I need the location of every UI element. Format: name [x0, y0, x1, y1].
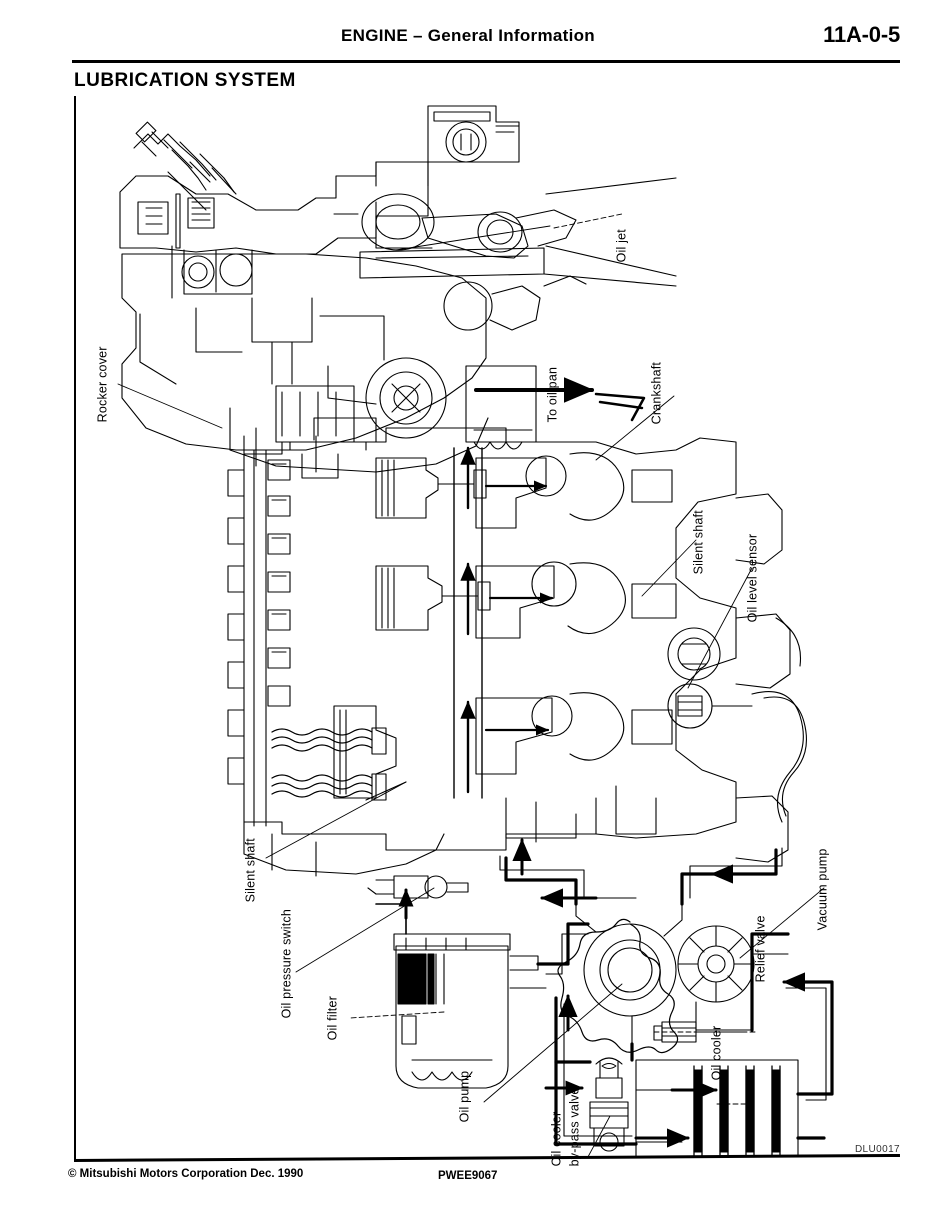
- oil-filter: [393, 933, 547, 1089]
- callout-oil-pump: Oil pump: [457, 1070, 472, 1123]
- footer-publication-code: PWEE9067: [438, 1170, 498, 1182]
- section-title: LUBRICATION SYSTEM: [74, 70, 296, 91]
- piston-2: [375, 565, 491, 631]
- callout-rocker-cover: Rocker cover: [95, 346, 110, 423]
- figure-id: DLU0017: [854, 1144, 900, 1155]
- piston-3: [333, 705, 397, 799]
- oil-pressure-switch: [375, 875, 469, 899]
- callout-oil-jet: Oil jet: [614, 229, 629, 263]
- engine-perspective-view: [119, 105, 677, 473]
- vacuum-pump: [677, 925, 789, 1031]
- oil-circuit-lines: [504, 848, 834, 1146]
- flow-arrows: [398, 838, 818, 1148]
- callout-oil-filter: Oil filter: [325, 996, 340, 1041]
- callout-silent-shaft-upper: Silent shaft: [691, 510, 706, 575]
- callout-relief-valve: Relief valve: [753, 915, 768, 983]
- callout-oil-cooler-bypass-valve-line2: by-pass valve: [567, 1087, 582, 1167]
- page-number: 11A-0-5: [823, 22, 900, 47]
- oil-level-sensor-body: [667, 683, 753, 729]
- header-rule: [72, 60, 900, 63]
- piston-1: [375, 457, 487, 519]
- callout-silent-shaft-lower: Silent shaft: [243, 838, 258, 903]
- callout-vacuum-pump: Vacuum pump: [815, 848, 830, 931]
- callout-oil-cooler-bypass-valve-line1: Oil cooler: [549, 1111, 564, 1167]
- lubrication-system-drawing: [117, 105, 834, 1156]
- oil-cooler: [635, 1059, 799, 1156]
- page-border-left: [74, 96, 76, 1161]
- silent-shaft-journal: [667, 627, 721, 681]
- page-title: ENGINE – General Information: [340, 26, 595, 45]
- engine-cross-section-view: [227, 417, 807, 899]
- oil-circuit-view: [367, 838, 834, 1156]
- page-header: ENGINE – General Information 11A-0-5: [0, 0, 936, 63]
- callout-oil-cooler: Oil cooler: [709, 1025, 724, 1081]
- oil-cooler-bypass-valve: [589, 1057, 629, 1152]
- callout-oil-level-sensor: Oil level sensor: [745, 533, 760, 623]
- callout-crankshaft: Crankshaft: [649, 361, 664, 425]
- lubrication-system-figure: Oil jet Rocker cover To oil pan Cranksha…: [76, 98, 900, 1166]
- footer-copyright: © Mitsubishi Motors Corporation Dec. 199…: [68, 1168, 304, 1180]
- callout-oil-pressure-switch: Oil pressure switch: [279, 908, 294, 1019]
- oil-pump: [557, 897, 683, 1054]
- callout-leader-lines: [117, 213, 825, 1156]
- callout-to-oil-pan: To oil pan: [545, 366, 560, 423]
